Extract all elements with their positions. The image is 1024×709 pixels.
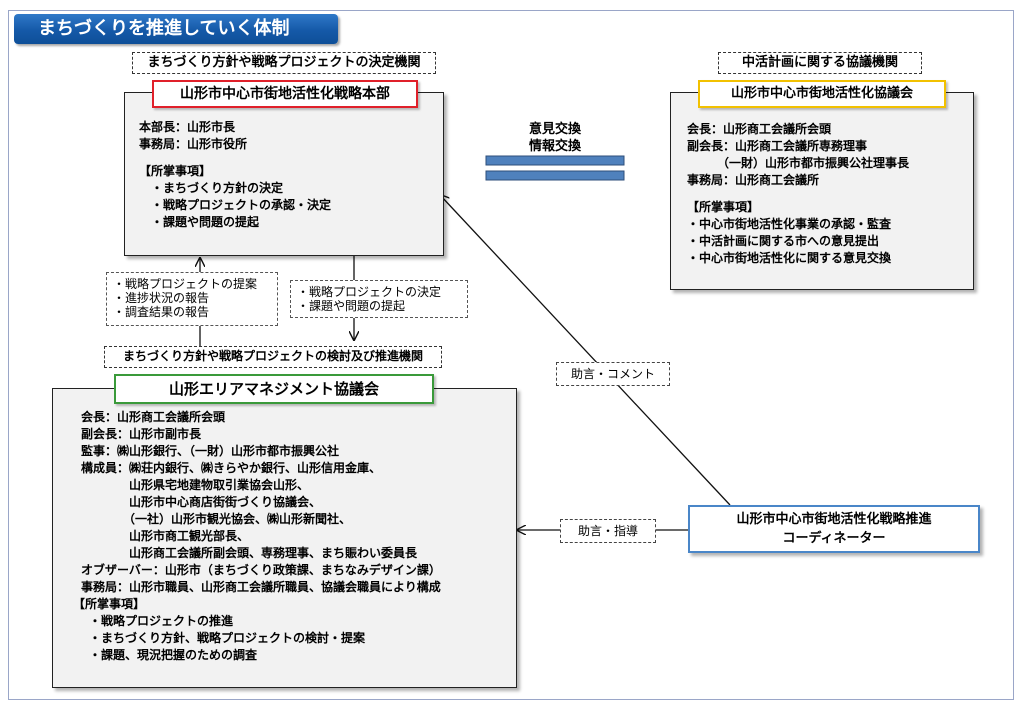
advice-comment-label: 助言・コメント — [556, 362, 670, 386]
council-line: 副会長：山形商工会議所専務理事 — [687, 139, 868, 153]
council-title: 山形市中心市街地活性化協議会 — [698, 80, 946, 108]
area-box: 会長：山形商工会議所会頭 副会長：山形市副市長 監事：㈱山形銀行、（一財）山形市… — [52, 388, 517, 688]
exchange-bar-bottom — [485, 170, 625, 181]
hq-line: 本部長：山形市長 — [139, 120, 236, 134]
area-line: 副会長：山形市副市長 — [81, 427, 202, 441]
area-line: オブザーバー：山形市（まちづくり政策課、まちなみデザイン課） — [81, 563, 441, 577]
area-line: 事務局：山形市職員、山形商工会議所職員、協議会職員により構成 — [81, 580, 441, 594]
council-line: 事務局：山形商工会議所 — [687, 173, 820, 187]
hq-line: ・まちづくり方針の決定 — [151, 181, 284, 195]
council-line: 会長：山形商工会議所会頭 — [687, 122, 832, 136]
coordinator-box: 山形市中心市街地活性化戦略推進 コーディネーター — [688, 505, 980, 553]
council-category-label: 中活計画に関する協議機関 — [718, 52, 922, 74]
hq-category-label: まちづくり方針や戦略プロジェクトの決定機関 — [132, 52, 436, 74]
note-upward-line: ・調査結果の報告 — [113, 305, 210, 319]
note-downward: ・戦略プロジェクトの決定 ・課題や問題の提起 — [290, 280, 468, 318]
hq-line: ・課題や問題の提起 — [151, 215, 260, 229]
hq-line: ・戦略プロジェクトの承認・決定 — [151, 198, 332, 212]
page-title: まちづくりを推進していく体制 — [14, 14, 338, 44]
coordinator-line-2: コーディネーター — [782, 531, 886, 546]
hq-line: 事務局：山形市役所 — [139, 137, 248, 151]
hq-line: 【所掌事項】 — [139, 164, 212, 178]
hq-title: 山形市中心市街地活性化戦略本部 — [152, 80, 418, 108]
area-line: 山形商工会議所副会頭、専務理事、まち賑わい委員長 — [81, 546, 418, 560]
council-box: 会長：山形商工会議所会頭 副会長：山形商工会議所専務理事 （一財）山形市都市振興… — [670, 92, 974, 290]
hq-line — [139, 153, 331, 163]
area-details: 会長：山形商工会議所会頭 副会長：山形市副市長 監事：㈱山形銀行、（一財）山形市… — [73, 409, 441, 664]
coordinator-line-1: 山形市中心市街地活性化戦略推進 — [736, 512, 932, 527]
area-line: （一社）山形市観光協会、㈱山形新聞社、 — [81, 512, 352, 526]
area-line: 山形県宅地建物取引業協会山形、 — [81, 478, 310, 492]
note-upward-line: ・進捗状況の報告 — [113, 291, 210, 305]
council-line: （一財）山形市都市振興公社理事長 — [687, 156, 910, 170]
exchange-bar-top — [485, 155, 625, 166]
area-line: 【所掌事項】 — [73, 597, 146, 611]
council-line — [687, 189, 909, 199]
area-line: ・まちづくり方針、戦略プロジェクトの検討・提案 — [89, 631, 366, 645]
note-downward-line: ・課題や問題の提起 — [297, 299, 406, 313]
area-line: 山形市中心商店街街づくり協議会、 — [81, 495, 322, 509]
council-line: 【所掌事項】 — [687, 200, 760, 214]
note-upward-line: ・戦略プロジェクトの提案 — [113, 277, 258, 291]
hq-box: 本部長：山形市長 事務局：山形市役所 【所掌事項】 ・まちづくり方針の決定 ・戦… — [124, 92, 444, 256]
arrow-coordinator-to-hq — [440, 195, 731, 506]
council-details: 会長：山形商工会議所会頭 副会長：山形商工会議所専務理事 （一財）山形市都市振興… — [687, 121, 909, 267]
note-downward-line: ・戦略プロジェクトの決定 — [297, 285, 442, 299]
area-line: 構成員：㈱荘内銀行、㈱きらやか銀行、山形信用金庫、 — [81, 461, 382, 475]
hq-details: 本部長：山形市長 事務局：山形市役所 【所掌事項】 ・まちづくり方針の決定 ・戦… — [139, 119, 331, 231]
area-line: ・戦略プロジェクトの推進 — [89, 614, 234, 628]
exchange-label-2: 情報交換 — [528, 139, 581, 154]
note-upward: ・戦略プロジェクトの提案 ・進捗状況の報告 ・調査結果の報告 — [106, 272, 278, 326]
council-line: ・中心市街地活性化事業の承認・監査 — [687, 217, 892, 231]
area-line: ・課題、現況把握のための調査 — [89, 648, 258, 662]
advice-guide-label: 助言・指導 — [560, 519, 656, 543]
area-line: 会長：山形商工会議所会頭 — [81, 410, 226, 424]
area-title: 山形エリアマネジメント協議会 — [114, 374, 434, 404]
page-frame — [8, 10, 1014, 700]
area-category-label: まちづくり方針や戦略プロジェクトの検討及び推進機関 — [104, 346, 442, 368]
council-line: ・中活計画に関する市への意見提出 — [687, 234, 880, 248]
area-line: 山形市商工観光部長、 — [81, 529, 250, 543]
council-line: ・中心市街地活性化に関する意見交換 — [687, 251, 892, 265]
area-line: 監事：㈱山形銀行、（一財）山形市都市振興公社 — [81, 444, 340, 458]
exchange-label-1: 意見交換 — [528, 122, 581, 137]
